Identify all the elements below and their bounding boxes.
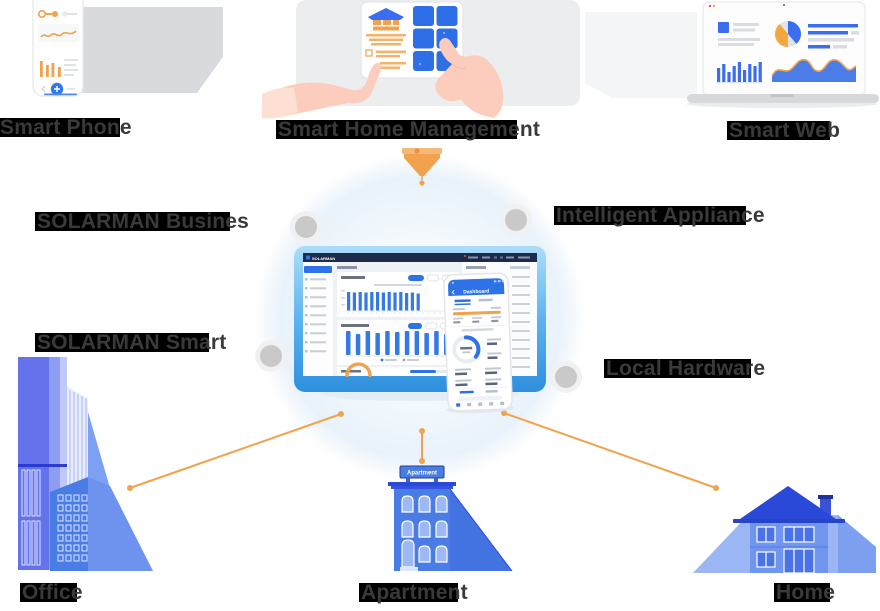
monitor-topbar: SOLARMAN — [303, 253, 537, 262]
app-gauge — [452, 335, 481, 364]
label-smart-home-management: Smart Home Management — [275, 118, 541, 141]
mini-line-chart — [38, 24, 79, 42]
monitor-sidebar — [303, 262, 333, 376]
app-grid-stats — [454, 367, 502, 387]
monitor-brand: SOLARMAN — [312, 256, 335, 261]
label-solarman-smart: SOLARMAN Smart — [34, 331, 227, 354]
monitor-chart-card-2 — [337, 320, 459, 365]
office-illustration — [18, 357, 153, 571]
app-side-stats — [486, 338, 502, 360]
node-circle — [255, 340, 287, 372]
solarman-mobile-app: Dashboard — [443, 272, 515, 414]
smart-phone-illustration — [32, 0, 84, 97]
web-pie-chart — [775, 21, 859, 49]
smart-home-illustration — [262, 1, 504, 119]
node-circle — [290, 211, 322, 243]
apartment-windows — [401, 495, 448, 568]
label-intelligent-appliance: Intelligent Appliance — [554, 204, 765, 227]
node-circle — [500, 204, 532, 236]
apartment-sign: Apartment — [399, 465, 445, 482]
label-solarman-business: SOLARMAN Busines — [34, 210, 250, 233]
label-smart-phone: Smart Phone — [0, 116, 132, 139]
label-office: Office — [20, 581, 83, 604]
house-icon — [368, 8, 404, 31]
app-header-title: Dashboard — [463, 289, 489, 296]
label-apartment: Apartment — [359, 581, 468, 604]
home-door — [783, 548, 815, 574]
right-hand — [435, 38, 504, 118]
connector-to-apartment — [419, 428, 425, 464]
smart-web-illustration — [686, 1, 879, 108]
monitor-chart-card-1 — [337, 272, 459, 317]
label-local-hardware: Local Hardware — [603, 357, 766, 380]
connector-to-office — [127, 411, 344, 491]
app-bottom-nav — [456, 401, 505, 407]
connector-to-home — [501, 410, 719, 491]
web-panel-text — [718, 22, 760, 46]
tablet-text-lines — [365, 34, 406, 69]
monitor-gauge-card — [337, 362, 459, 378]
apartment-door — [401, 539, 415, 568]
node-circle — [550, 361, 582, 393]
mini-bar-chart — [40, 59, 78, 77]
orbit-nodes — [255, 204, 582, 393]
home-windows — [756, 526, 815, 574]
app-progress-bar — [453, 310, 501, 316]
app-body — [449, 298, 508, 407]
apartment-sign-text: Apartment — [407, 471, 437, 477]
web-area-chart — [771, 58, 857, 82]
label-smart-web: Smart Web — [726, 119, 841, 142]
funnel-icon — [402, 148, 442, 186]
connector-lines — [127, 410, 719, 491]
apartment-illustration: Apartment — [388, 465, 513, 572]
web-bar-chart — [716, 62, 763, 84]
add-button-icon — [41, 82, 77, 96]
app-header: Dashboard — [448, 278, 505, 297]
label-home: Home — [773, 581, 836, 604]
left-hand — [262, 62, 382, 119]
toggle-icons — [37, 10, 77, 19]
home-illustration — [693, 486, 876, 574]
